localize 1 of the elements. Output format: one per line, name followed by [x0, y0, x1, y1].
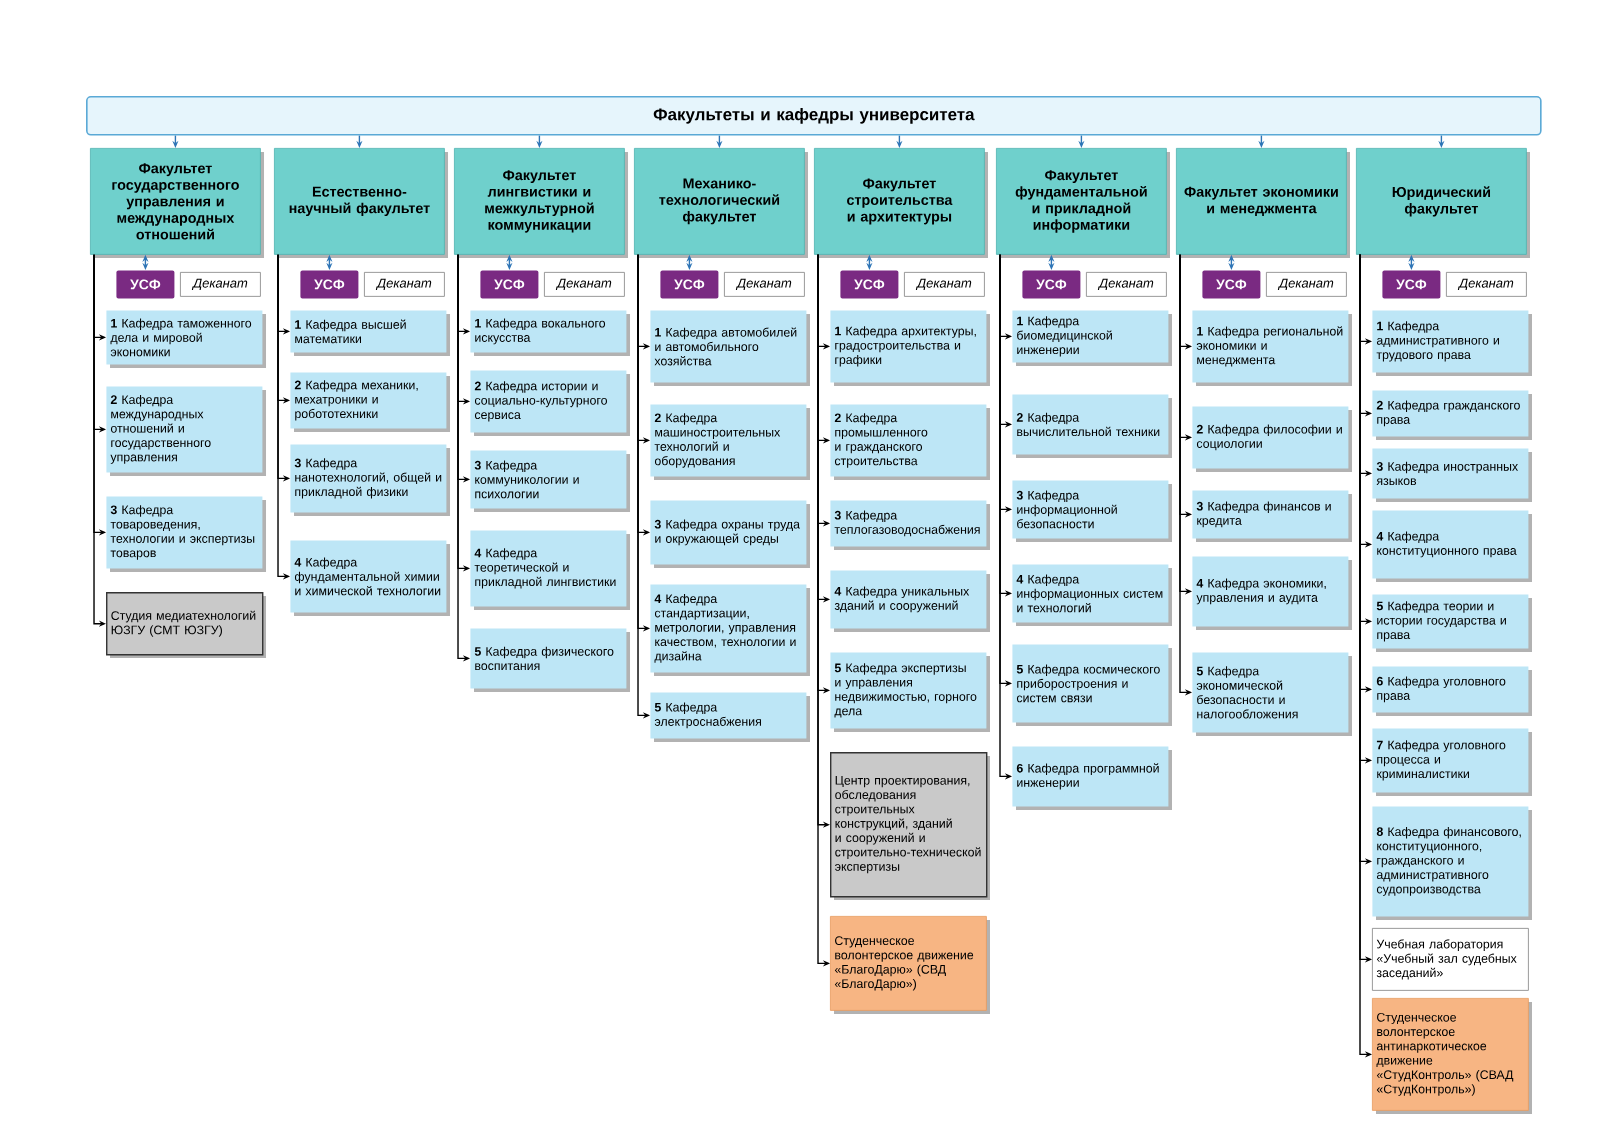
title-box: Факультеты и кафедры университета	[86, 96, 1542, 136]
